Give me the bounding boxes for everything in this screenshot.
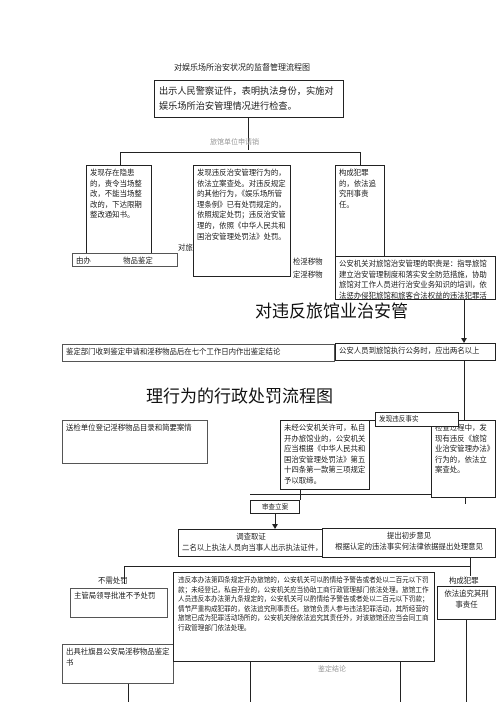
police-inspect-box: 公安人员到旅馆执行公务时，应出两名以上 (335, 343, 496, 361)
rectify-box: 发现存在隐患的，责令当场整改，不能当场整改的，下达限期整改通知书。 (86, 165, 152, 260)
propose-box: 提出初步意见 根据认定的违法事实何法律依据提出处理意见 (322, 528, 496, 558)
connector (465, 498, 466, 504)
investigate-body: 二名以上执法人员向当事人出示执法证件，进行检查、勘验证据，调查终结，或出具检查笔… (182, 542, 324, 552)
top-step-box: 出示人民警察证件，表明执法身份，实施对娱乐场所治安管理情况进行检查。 (154, 80, 344, 118)
overlap-mid-text: 物品鉴定 (123, 256, 153, 265)
connector (120, 152, 360, 153)
propose-body: 根据认定的违法事实何法律依据提出处理意见 (335, 541, 483, 551)
overlap-mid-group: 检淫秽物 定淫秽物 (293, 255, 323, 281)
investigate-box: 调查取证 二名以上执法人员向当事人出示执法证件，进行检查、勘验证据，调查终结，或… (178, 529, 324, 557)
overlap-mid-3: 定淫秽物 (293, 270, 323, 279)
investigate-title: 调查取证 (236, 532, 266, 541)
register-box: 送检单位登记淫秽物品目录和简要案情 (62, 420, 208, 464)
overlap-left-box: 由办 物品鉴定 (72, 253, 178, 267)
label-no-punish: 不需处罚 (98, 576, 128, 585)
connector (400, 662, 401, 702)
connector (250, 662, 251, 702)
inspect-right-box: 检查过程中，发现有违反《旅馆业治安管理办法》行为的，依法立案查处。 (431, 420, 496, 498)
violation-box: 发现违反治安管理行为的，依法立案查处。对违反规定的其他行为，《娱乐场所管理条例》… (193, 165, 291, 277)
big-title-1: 对违反旅馆业治安管 (255, 302, 408, 322)
identify-box: 鉴定部门收到鉴定申请和淫秽物品后在七个工作日内作出鉴定结论 (62, 344, 335, 362)
connector (275, 514, 276, 528)
unlicensed-box: 未经公安机关许可，私自开办旅馆业的，公安机关应当根据《中华人民共和国治安管理处罚… (280, 420, 370, 490)
big-title-2: 理行为的行政处罚流程图 (146, 387, 333, 407)
label-crime: 构成犯罪 (449, 576, 479, 585)
connector (124, 566, 470, 567)
connector (470, 558, 471, 576)
discover-box: 发现违反事实 (375, 412, 459, 427)
connector (464, 300, 465, 342)
connector (120, 152, 121, 166)
county-identify-box: 出具社旗县公安局淫秽物品鉴定书 (62, 644, 174, 684)
propose-title: 提出初步意见 (386, 531, 432, 540)
faint-text-top: 旅馆单位申请销 (210, 138, 259, 146)
connector (300, 490, 301, 500)
connector (124, 566, 125, 584)
connector (360, 152, 361, 166)
crime-box-top: 构成犯罪的，依法追究刑事责任。 (335, 165, 385, 260)
arrow-down (461, 338, 467, 343)
penalty-box: 违反本办法第四条规定开办旅馆的，公安机关可以酌情给予警告或者处以二百元以下罚款；… (173, 572, 435, 662)
faint-text-bottom: 鉴定结论 (318, 665, 346, 673)
connector (128, 684, 129, 702)
leader-approve-box: 主管局领导批准不予处罚 (70, 588, 168, 618)
arrow-down (272, 524, 278, 529)
overlap-mid-2: 检淫秽物 (293, 257, 323, 266)
hotel-duty-box: 公安机关对旅馆治安管理的职责是：指导旅馆建立治安管理制度和落实安全防范措施，协助… (335, 256, 496, 300)
connector (466, 620, 467, 702)
crime-box: 依法追究其刑事责任 (437, 586, 496, 620)
connector (250, 494, 465, 495)
overlap-left-text: 由办 (76, 256, 91, 265)
connector (464, 361, 465, 421)
review-box: 审查立案 (250, 500, 300, 514)
document-title: 对娱乐场所治安状况的监督管理流程图 (174, 63, 310, 72)
connector (248, 118, 249, 150)
